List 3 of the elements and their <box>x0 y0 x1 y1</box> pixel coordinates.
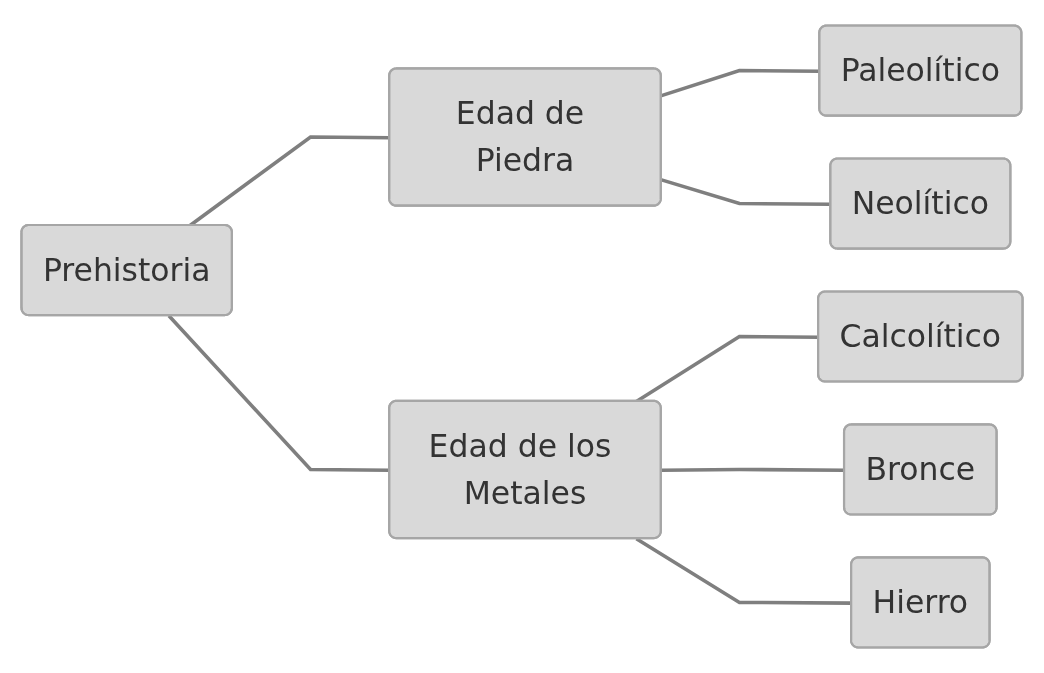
connector <box>661 178 831 207</box>
connector <box>661 68 820 98</box>
connector <box>661 467 845 472</box>
